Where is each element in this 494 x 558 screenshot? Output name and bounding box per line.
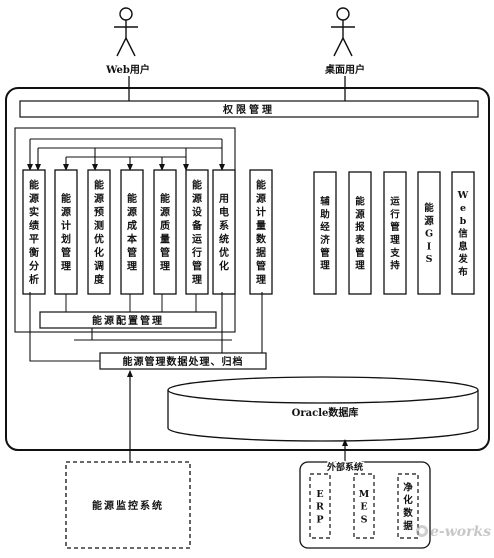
external-item-2: 净化数据 (397, 473, 419, 539)
module-plan: 能源计划管理 (54, 169, 78, 295)
module-power-box (212, 169, 236, 295)
external-item-1-box (353, 473, 375, 539)
external-item-2-box (397, 473, 419, 539)
module-metering-box (249, 169, 273, 295)
external-system-label: 外部系统 (326, 461, 363, 473)
module-interlinks (27, 138, 225, 171)
monitoring-system-label: 能源监控系统 (92, 499, 164, 512)
core-module-columns: 能源实绩平衡分析 能源计划管理 能源预测优化调度 能源成本管理 能源质量管理 能源设备运行… (22, 169, 273, 295)
module-ops-box (383, 171, 407, 295)
module-metering: 能源计量数据管理 (249, 169, 273, 295)
external-system-box (299, 461, 431, 549)
module-quality-box (153, 169, 177, 295)
module-economics: 辅助经济管理 (313, 171, 337, 295)
module-equipment: 能源设备运行管理 (185, 169, 209, 295)
module-ops: 运行管理支持 (383, 171, 407, 295)
module-equipment-label: 能源设备运行管理 (191, 179, 203, 287)
module-quality: 能源质量管理 (153, 169, 177, 295)
oracle-database: Oracle数据库 (167, 376, 479, 442)
config-connectors (65, 294, 197, 312)
external-item-2-label: 净化数据 (402, 481, 413, 531)
permission-bar (19, 100, 479, 118)
module-report-box (348, 171, 372, 295)
module-gis-box (417, 171, 441, 295)
module-economics-box (313, 171, 337, 295)
web-user-label: Web用户 (105, 63, 150, 76)
module-equipment-box (185, 169, 209, 295)
desktop-user-icon (331, 7, 355, 57)
watermark-text: e-works (430, 524, 491, 540)
config-bar-label: 能源配置管理 (92, 314, 164, 327)
module-ops-label: 运行管理支持 (389, 197, 400, 272)
module-cost: 能源成本管理 (120, 169, 144, 295)
module-balance: 能源实绩平衡分析 (22, 169, 46, 295)
e-works-watermark: e-works (416, 524, 491, 540)
module-forecast: 能源预测优化调度 (87, 169, 111, 295)
web-user-actor: Web用户 (105, 7, 150, 76)
module-cost-label: 能源成本管理 (127, 192, 138, 273)
desktop-user-label: 桌面用户 (324, 63, 365, 76)
data-flow-lines (29, 292, 263, 362)
config-bar (39, 311, 217, 329)
module-forecast-box (87, 169, 111, 295)
database-body (167, 390, 479, 442)
module-economics-label: 辅助经济管理 (320, 196, 330, 272)
desktop-user-actor: 桌面用户 (324, 7, 365, 76)
module-power-label: 用电系统优化 (218, 193, 229, 273)
module-plan-label: 能源计划管理 (61, 192, 71, 273)
database-top (167, 376, 479, 404)
module-forecast-label: 能源预测优化调度 (94, 179, 105, 287)
system-container (5, 87, 490, 451)
module-power: 用电系统优化 (212, 169, 236, 295)
permission-bar-label: 权限管理 (222, 103, 275, 116)
external-item-0-box (309, 473, 331, 539)
module-metering-label: 能源计量数据管理 (256, 179, 267, 287)
module-balance-box (22, 169, 46, 295)
module-report-label: 能源报表管理 (354, 196, 365, 272)
module-cost-box (120, 169, 144, 295)
database-label: Oracle数据库 (292, 406, 359, 419)
watermark-logo-icon (416, 525, 428, 537)
web-user-icon (114, 7, 138, 57)
module-balance-label: 能源实绩平衡分析 (29, 179, 39, 287)
module-report: 能源报表管理 (348, 171, 372, 295)
module-quality-label: 能源质量管理 (160, 192, 170, 273)
data-processing-bar-label: 能源管理数据处理、归档 (123, 355, 244, 368)
module-web_pub-box (451, 171, 475, 295)
module-plan-box (54, 169, 78, 295)
